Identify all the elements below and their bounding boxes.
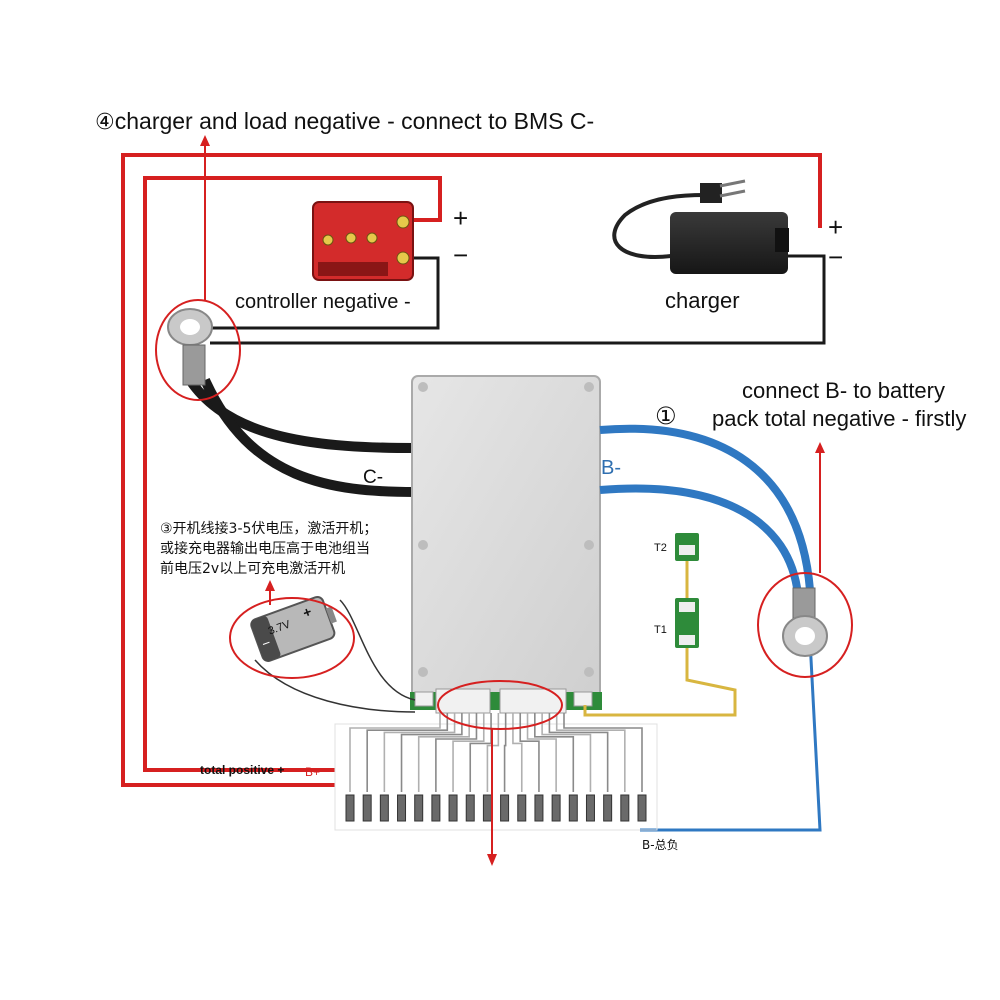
arrow-step3 [265, 580, 275, 605]
step3-line3: 前电压2v以上可充电激活开机 [160, 561, 346, 577]
balance-harness-area [334, 723, 658, 831]
cell-terminal [482, 794, 492, 822]
arrow-balance [487, 729, 497, 866]
cell-terminal [362, 794, 372, 822]
b-minus-cable-2 [599, 484, 802, 596]
b-minus-ring-terminal [782, 587, 828, 657]
b-plus-label: B+ [305, 765, 321, 779]
temp-sensor-t1 [675, 598, 699, 648]
cell-terminal [620, 794, 630, 822]
step3-line1: ③开机线接3-5伏电压，激活开机； [160, 521, 378, 537]
cell-terminal [345, 794, 355, 822]
cell-terminal [500, 794, 510, 822]
black-wire-charger-negative [210, 254, 826, 345]
annotation-circle-b-minus [757, 572, 853, 678]
b-total-negative-label: B-总负 [642, 838, 679, 852]
balance-lead [349, 713, 441, 792]
annotation-circle-battery [229, 597, 355, 679]
charger-label: charger [665, 288, 740, 313]
title-step4: ④charger and load negative - connect to … [95, 108, 594, 135]
red-wire-inner [143, 176, 442, 772]
c-minus-cable-1 [185, 377, 416, 453]
controller-minus-sign: − [453, 240, 469, 270]
cell-terminal [534, 794, 544, 822]
balance-lead [534, 713, 575, 792]
step1-number: ① [655, 402, 677, 430]
balance-lead [383, 713, 456, 792]
balance-lead [366, 713, 449, 792]
charger-plus-sign: + [828, 212, 844, 242]
cell-terminal [637, 794, 647, 822]
step1-line1: connect B- to battery [742, 378, 945, 403]
t1-label: T1 [654, 624, 667, 636]
step1-line2: pack total negative - firstly [712, 406, 967, 431]
temp-sensor-t2 [675, 533, 699, 561]
t2-label: T2 [654, 542, 667, 554]
charger-minus-sign: − [828, 242, 844, 272]
b-minus-label: B- [601, 457, 621, 479]
activation-battery [250, 595, 337, 662]
c-minus-label: C- [363, 467, 384, 488]
cell-terminal [517, 794, 527, 822]
step4-text: charger and load negative - connect to B… [114, 108, 595, 134]
b-total-wire [640, 639, 822, 832]
cell-terminal [431, 794, 441, 822]
cell-terminal [585, 794, 595, 822]
c-minus-ring-terminal [167, 308, 213, 386]
annotation-circle-balance [437, 680, 563, 730]
arrow-step4 [200, 135, 210, 300]
controller-label: controller negative - [235, 291, 411, 313]
bms-board [410, 375, 602, 714]
red-wire-outer [121, 153, 822, 787]
temp-sensor-wire [583, 561, 737, 717]
b-minus-cable-1 [599, 424, 814, 591]
balance-lead [563, 713, 643, 792]
balance-lead [541, 713, 592, 792]
controller-box [312, 201, 414, 281]
black-wire-controller-negative [210, 256, 440, 330]
charger-box [612, 179, 789, 274]
balance-lead [548, 713, 609, 792]
cell-terminal [379, 794, 389, 822]
cell-terminal [465, 794, 475, 822]
c-minus-cable-2 [200, 377, 416, 497]
balance-lead [435, 713, 478, 792]
cell-terminal [448, 794, 458, 822]
total-positive-label: total positive + [200, 763, 285, 777]
balance-lead [503, 713, 507, 792]
cell-terminal [397, 794, 407, 822]
activation-wire [254, 599, 416, 713]
arrow-step1 [815, 442, 825, 573]
step4-number: ④ [95, 110, 115, 135]
cell-terminal [414, 794, 424, 822]
annotation-circle-c-minus [155, 299, 241, 401]
cell-terminals [345, 794, 647, 822]
step3-line2: 或接充电器输出电压高于电池组当 [160, 541, 370, 557]
cell-terminal [568, 794, 578, 822]
controller-plus-sign: + [453, 203, 469, 233]
balance-lead [555, 713, 626, 792]
cell-terminal [603, 794, 613, 822]
balance-lead [452, 713, 485, 792]
cell-terminal [551, 794, 561, 822]
